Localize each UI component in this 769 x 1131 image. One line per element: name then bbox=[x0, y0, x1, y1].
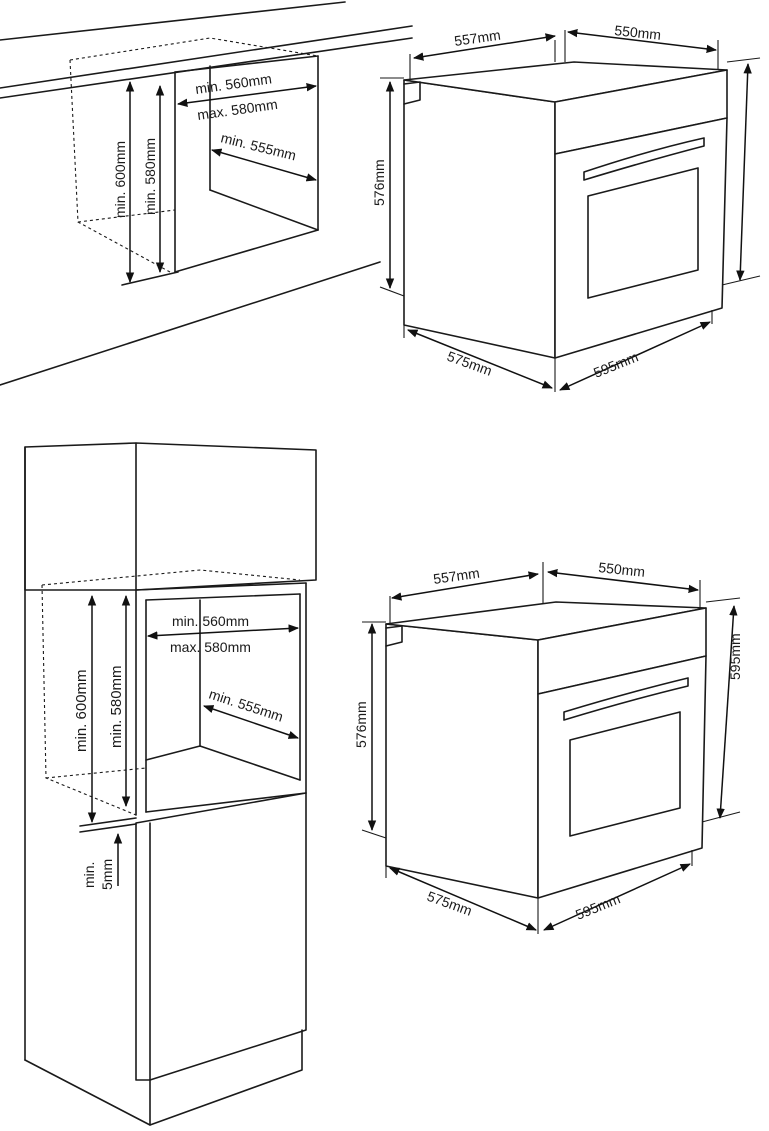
depth-arrow bbox=[210, 148, 318, 182]
label-min-600: min. 600mm bbox=[73, 669, 90, 752]
width-arrow bbox=[559, 321, 711, 391]
label-575: 575mm bbox=[445, 348, 494, 379]
top-depth-arrow bbox=[412, 33, 557, 61]
label-min-580: min. 580mm bbox=[108, 665, 125, 748]
label-595-width: 595mm bbox=[573, 890, 622, 922]
under-counter-cavity: min. 600mm min. 580mm min. 560mm max. 58… bbox=[0, 1, 413, 386]
width-arrow bbox=[146, 624, 300, 640]
tall-housing-unit: min. 600mm min. 580mm min. 560mm max. 58… bbox=[24, 442, 317, 1126]
oven-diagram-top: 557mm 550mm 576mm 595mm 575mm 595mm bbox=[371, 22, 769, 392]
label-595-width: 595mm bbox=[591, 348, 640, 380]
label-min-580: min. 580mm bbox=[142, 138, 158, 215]
label-576: 576mm bbox=[353, 701, 369, 748]
label-595-height: 595mm bbox=[727, 633, 743, 680]
label-max-580: max. 580mm bbox=[170, 639, 251, 655]
depth-arrow bbox=[407, 329, 553, 389]
top-width-arrow bbox=[566, 28, 718, 54]
width-arrow bbox=[176, 83, 318, 107]
top-depth-arrow bbox=[390, 571, 540, 601]
label-gap-min: min. bbox=[81, 862, 97, 888]
label-557: 557mm bbox=[453, 27, 501, 49]
top-width-arrow bbox=[546, 568, 700, 594]
width-arrow bbox=[543, 863, 691, 931]
label-595-height: 595mm bbox=[767, 132, 769, 179]
oven-diagram-bottom: 557mm 550mm 576mm 595mm 575mm 595mm bbox=[353, 559, 743, 934]
label-575: 575mm bbox=[425, 888, 474, 919]
label-min-600: min. 600mm bbox=[112, 141, 128, 218]
label-min-560: min. 560mm bbox=[172, 613, 249, 629]
label-min-555: min. 555mm bbox=[207, 686, 285, 725]
label-gap-5mm: 5mm bbox=[99, 859, 115, 890]
label-557: 557mm bbox=[432, 565, 480, 587]
label-550: 550mm bbox=[614, 22, 662, 43]
label-550: 550mm bbox=[598, 559, 646, 580]
label-576: 576mm bbox=[371, 159, 387, 206]
front-height-arrow bbox=[736, 62, 752, 282]
label-min-555: min. 555mm bbox=[219, 129, 298, 163]
front-height-arrow bbox=[716, 604, 738, 820]
depth-arrow bbox=[203, 705, 299, 739]
depth-arrow bbox=[389, 867, 537, 931]
